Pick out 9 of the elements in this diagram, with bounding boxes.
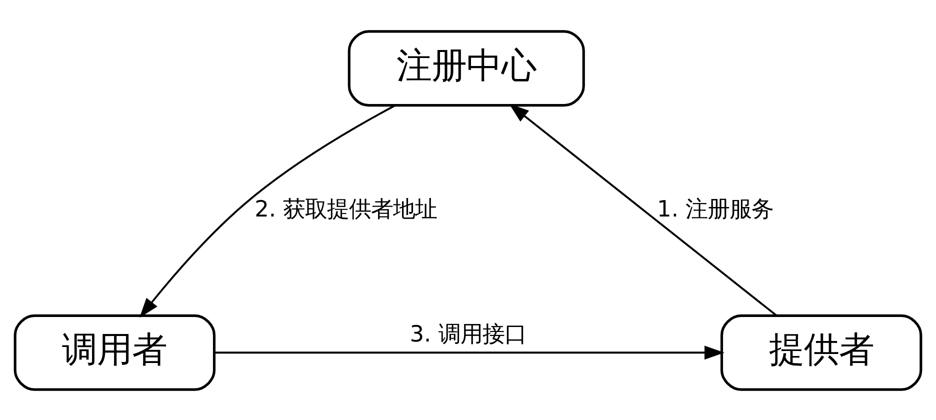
arrow bbox=[139, 104, 396, 318]
edge-label: 1. 注册服务 bbox=[657, 196, 774, 222]
arrow bbox=[509, 103, 777, 316]
edge-label: 2. 获取提供者地址 bbox=[254, 196, 438, 222]
edge-label: 3. 调用接口 bbox=[410, 321, 526, 348]
node-box: 注册中心 bbox=[348, 30, 585, 106]
arrow bbox=[214, 345, 724, 360]
node-box: 调用者 bbox=[14, 314, 216, 390]
node-box: 提供者 bbox=[720, 314, 922, 390]
